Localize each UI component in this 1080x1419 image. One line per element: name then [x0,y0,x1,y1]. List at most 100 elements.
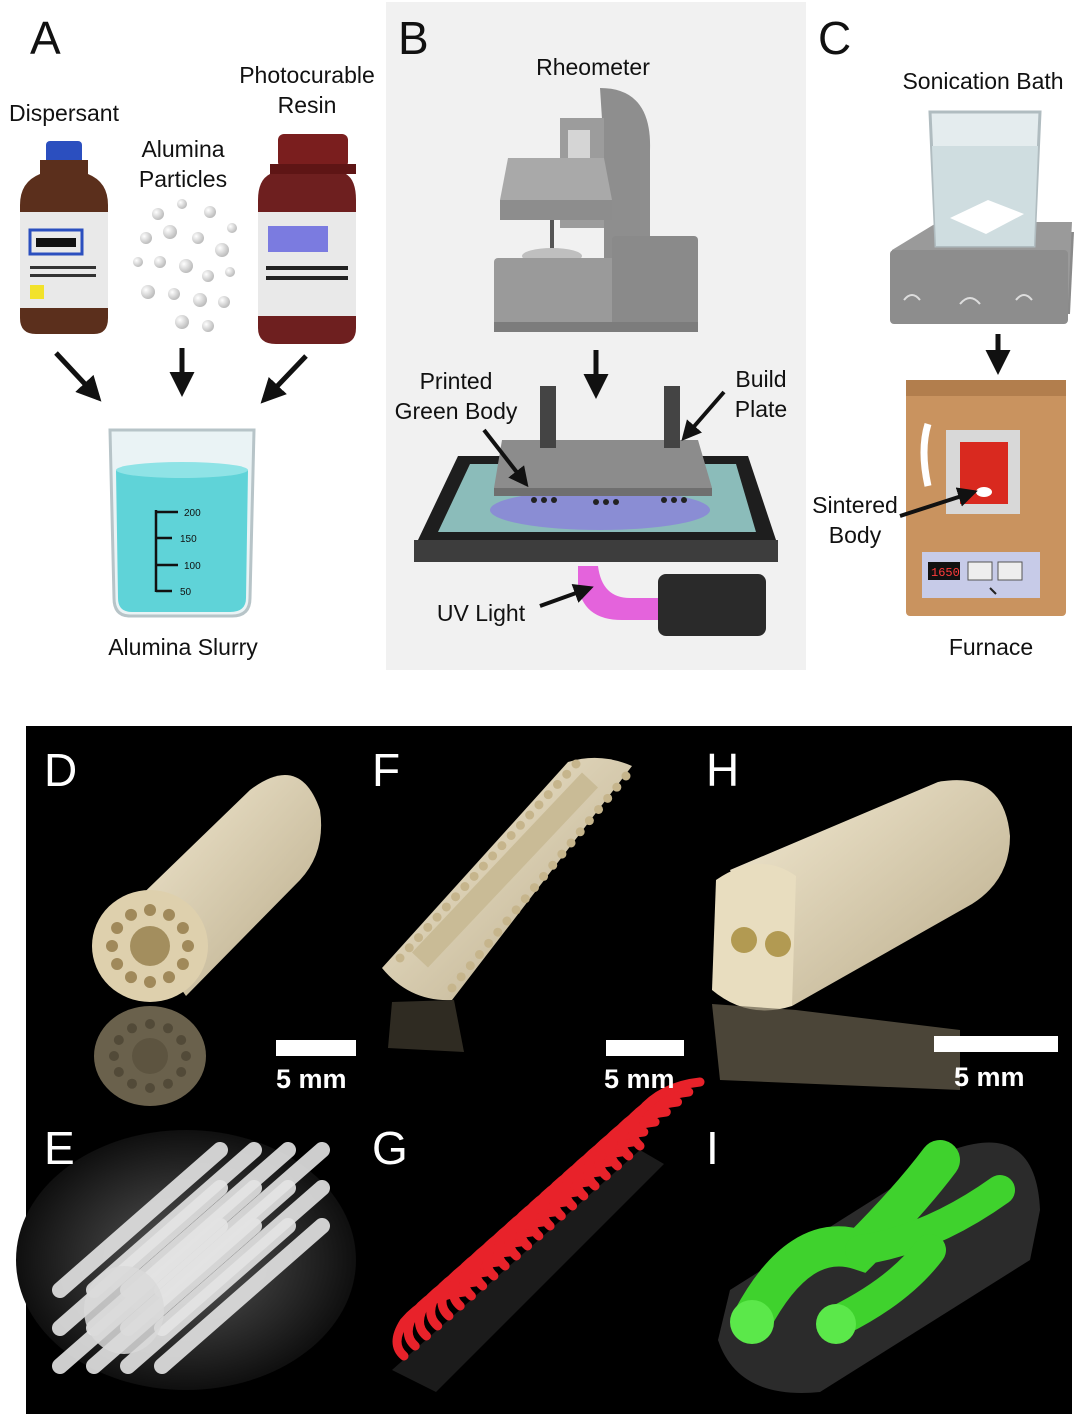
label-uv-light: UV Light [436,600,526,626]
label-printed-green-body: Printed Green Body [382,366,530,426]
label-line: Resin [277,92,337,118]
panel-f-beads [395,759,631,993]
channel-hole [176,922,189,934]
label-alumina-slurry: Alumina Slurry [108,634,258,660]
edge-bead [543,790,553,800]
channel-hole [163,971,175,984]
label-rheometer: Rheometer [536,54,650,80]
edge-bead [612,782,622,792]
channel-hole [144,976,156,988]
edge-bead [566,838,576,848]
edge-bead [469,871,479,881]
alumina-particles-icon [133,199,237,332]
channel-hole [163,908,175,921]
label-sonication-bath: Sonication Bath [902,68,1064,94]
edge-bead [493,927,503,937]
channel-hole [125,908,137,921]
edge-bead [432,912,442,922]
red-channel-rib [606,1097,683,1171]
edge-bead [456,972,466,982]
channel-hole-reflection [163,1023,173,1034]
panel-b-artwork [414,88,778,636]
panel-e-artwork [16,1130,356,1390]
label-line: Body [828,522,882,548]
label-line: Alumina [141,136,225,162]
edge-bead [534,800,544,810]
scale-bar-h [934,1036,1058,1052]
dispersant-bottle-icon [20,141,108,334]
scale-bar-f [606,1040,684,1056]
label-sintered-body: Sintered Body [800,490,910,550]
edge-bead [447,983,457,993]
channel-hole [111,922,124,934]
panel-c-artwork: 1650 [890,110,1074,616]
channel-hole-reflection [109,1051,119,1061]
edge-bead [511,905,521,915]
panel-letter-e: E [44,1122,75,1174]
edge-bead [488,851,498,861]
label-build-plate: Build Plate [720,364,802,424]
panel-letter-h: H [706,744,740,796]
scale-label-d: 5 mm [276,1064,347,1094]
edge-bead [497,841,507,851]
beaker-mark: 100 [184,561,201,572]
edge-bead [575,827,585,837]
channel-hole [144,904,156,916]
furnace-display: 1650 [931,566,960,580]
panel-i-artwork [718,1140,1040,1393]
label-line: Photocurable [239,62,375,88]
label-line: Sintered [812,492,898,518]
edge-bead [520,894,530,904]
label-line: Green Body [394,398,518,424]
panel-g-artwork [392,1077,705,1392]
edge-bead [529,883,539,893]
label-furnace: Furnace [948,634,1034,660]
panel-letter-d: D [44,744,78,796]
channel-hole-reflection [163,1078,173,1089]
edge-bead [395,953,405,963]
resin-bottle-icon [258,134,356,344]
channel-hole [125,971,137,984]
edge-bead [502,916,512,926]
label-line: Plate [734,396,788,422]
channel-hole [106,940,118,952]
beaker-mark: 50 [180,587,192,598]
channel-rod [154,1218,330,1374]
panel-letter-i: I [706,1122,719,1174]
panel-d-artwork [92,774,322,1106]
edge-bead [441,902,451,912]
beaker-mark: 200 [184,508,201,519]
channel-hole-reflection [176,1035,187,1045]
label-line: Build [735,366,787,392]
edge-bead [557,849,567,859]
edge-bead [423,922,433,932]
panel-a-artwork: 200 150 100 50 [20,134,356,618]
label-line: Particles [138,166,228,192]
edge-bead [603,793,613,803]
edge-bead [506,830,516,840]
scale-label-h: 5 mm [954,1062,1025,1092]
edge-bead [525,810,535,820]
edge-bead [465,961,475,971]
label-alumina-particles: Alumina Particles [120,134,246,194]
channel-hole-reflection [127,1078,137,1089]
channel-rod [52,1142,228,1298]
edge-bead [484,938,494,948]
edge-bead [460,882,470,892]
channel-hole [111,958,124,970]
scale-label-f: 5 mm [604,1064,675,1094]
furnace-icon: 1650 [906,380,1066,616]
channel-hole-reflection [181,1051,191,1061]
panel-h-artwork [712,780,1010,1090]
edge-bead [562,769,572,779]
channel-hole [176,958,189,970]
channel-hole-reflection [145,1019,155,1029]
edge-bead [548,860,558,870]
rheometer-icon [494,88,698,332]
red-channel-rib [617,1087,694,1161]
uv-light-icon [578,566,766,636]
edge-bead [571,759,581,769]
label-dispersant: Dispersant [9,100,119,126]
